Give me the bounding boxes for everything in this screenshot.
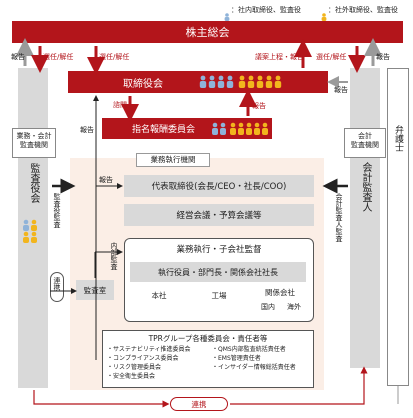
audit-body-label: 業務・会計 監査機関 (16, 132, 52, 149)
officers-box: 執行役員・部門長・関係会社社長 (130, 262, 306, 282)
person-icon (224, 6, 230, 21)
accounting-audit-label: 会計監査人監査 (335, 193, 343, 242)
proposal-report-label: 議案上程・報告 (255, 53, 304, 61)
appoint-mid-label: 選任/解任 (99, 53, 130, 61)
management-meeting-title: 経営会議・予算会議等 (176, 211, 262, 221)
audit-office-report-label: 報告 (80, 126, 94, 134)
audit-office-box: 監査室 (76, 280, 114, 300)
shareholders-meeting-title: 株主総会 (185, 26, 230, 39)
unit-overseas: 海外 (287, 303, 301, 311)
accounting-auditor-label: 会計監査人 (360, 162, 371, 212)
officers-title: 執行役員・部門長・関係会社社長 (158, 267, 278, 277)
exec-body-title: 業務執行機関 (150, 155, 196, 164)
shareholders-meeting: 株主総会 (12, 21, 403, 43)
audit-board-members (20, 218, 46, 244)
audit-office-title: 監査室 (83, 285, 107, 295)
audit-board-audit-label: 監査役監査 (53, 193, 61, 228)
consult-label: 諮問 (113, 101, 127, 109)
legend-internal-label: ：社内取締役、監査役 (231, 6, 301, 14)
internal-audit-label: 内部監査 (110, 242, 118, 270)
committee-item: ・EMS管理責任者 (212, 355, 261, 362)
report-right-label: 報告 (376, 53, 390, 61)
legend: ：社内取締役、監査役 ：社外取締役、監査役 (222, 4, 410, 21)
nomination-members (210, 121, 270, 137)
unit-domestic: 国内 (261, 303, 275, 311)
committees-col2: ・QMS内部監査統括責任者 ・EMS管理責任者 ・インサイダー情報総括責任者 (212, 345, 312, 372)
committee-item: ・サステナビリティ推進委員会 (107, 346, 191, 353)
board-members (198, 74, 288, 90)
committees-title: TPRグループ各種委員会・責任者等 (148, 334, 268, 343)
committee-item: ・リスク管理委員会 (107, 364, 162, 371)
unit-plant: 工場 (211, 291, 227, 300)
exec-body-title-box: 業務執行機関 (136, 153, 210, 167)
exec-report-label: 報告 (99, 176, 113, 184)
committee-item: ・QMS内部監査統括責任者 (212, 346, 286, 353)
audit-board-label: 監査役会 (28, 163, 39, 203)
board-member-icons (199, 75, 282, 88)
representative-director-title: 代表取締役(会長/CEO・社長/COO) (151, 182, 287, 192)
nomination-member-icons (212, 122, 268, 135)
lawyer-box (387, 68, 409, 386)
audit-body-label-box: 業務・会計 監査機関 (12, 128, 56, 158)
accounting-body-label-box: 会計 監査機関 (344, 128, 386, 158)
audit-member-icons (23, 219, 37, 243)
appoint-left-label: 選任/解任 (43, 53, 74, 61)
management-meeting-box: 経営会議・予算会議等 (124, 204, 314, 226)
bottom-cooperation-oval: 連携 (170, 397, 228, 411)
committee-item: ・安全衛生委員会 (107, 373, 156, 380)
representative-director-box: 代表取締役(会長/CEO・社長/COO) (124, 175, 314, 197)
nomination-report-label: 報告 (252, 102, 266, 110)
legend-external-label: ：社外取締役、監査役 (328, 6, 398, 14)
lawyer-label: 弁護士 (393, 125, 403, 152)
committee-item: ・インサイダー情報総括責任者 (212, 364, 296, 371)
unit-affiliates: 関係会社 (265, 288, 295, 297)
cooperation-oval: 連携 (50, 272, 64, 302)
accounting-auditor-column (350, 68, 380, 368)
board-title: 取締役会 (123, 78, 163, 90)
committee-item: ・コンプライアンス委員会 (107, 355, 179, 362)
business-execution-title: 業務執行・子会社監督 (176, 245, 262, 255)
bottom-cooperation-label: 連携 (191, 399, 207, 409)
cooperation-label: 連携 (53, 277, 61, 291)
committees-col1: ・サステナビリティ推進委員会 ・コンプライアンス委員会 ・リスク管理委員会 ・安… (107, 345, 212, 381)
report-left-label: 報告 (11, 53, 25, 61)
person-icon (321, 6, 327, 21)
nomination-committee: 指名報酬委員会 (102, 118, 272, 139)
unit-headquarters: 本社 (151, 291, 167, 300)
board-right-report-label: 報告 (334, 86, 348, 94)
nomination-title: 指名報酬委員会 (132, 125, 196, 135)
accounting-body-label: 会計 監査機関 (351, 132, 379, 149)
board-of-directors: 取締役会 (68, 71, 328, 93)
appoint-right-label: 選任/解任 (316, 53, 347, 61)
